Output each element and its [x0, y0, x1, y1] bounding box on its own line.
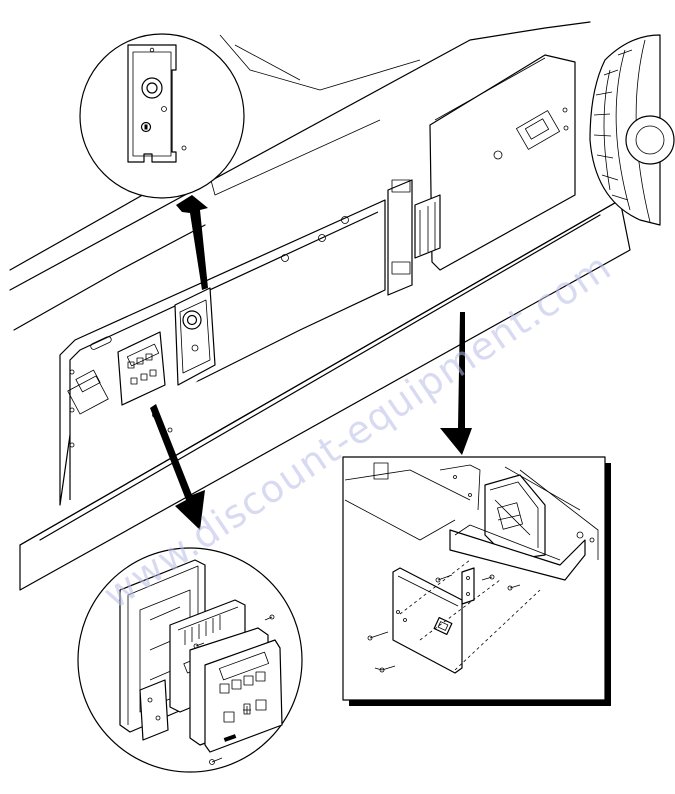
compartment-door — [387, 54, 576, 296]
callout-arrows — [150, 195, 472, 530]
detail-key-switch — [79, 33, 245, 199]
tire — [589, 34, 675, 226]
control-panel-mounted — [117, 331, 166, 406]
detail-door-assembly — [342, 456, 611, 706]
arrow-down-right — [440, 312, 472, 455]
arrow-up — [176, 195, 208, 290]
detail-control-box — [77, 547, 303, 773]
arrow-down-left — [150, 404, 205, 530]
key-switch-box-mounted — [174, 287, 216, 386]
